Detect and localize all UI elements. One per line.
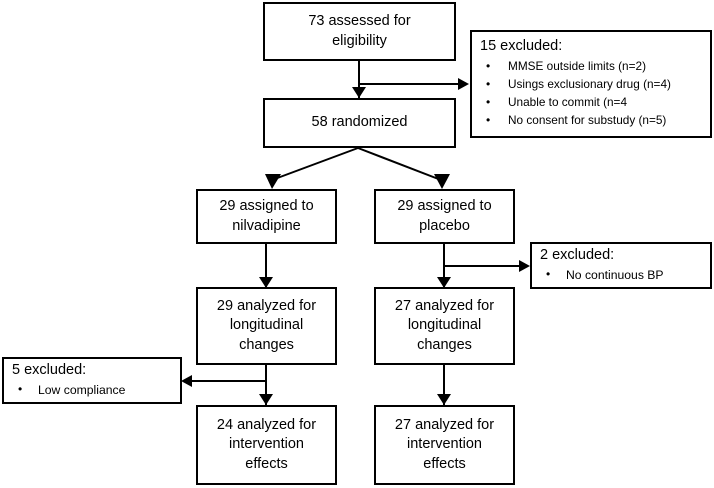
node-assessed-label: 73 assessed for eligibility [308,13,411,49]
exclusion-placebo-title: 2 excluded: [540,246,615,263]
exclusion-nilvadipine-title: 5 excluded: [12,361,87,378]
list-item: • Usings exclusionary drug (n=4) [480,76,710,94]
node-assessed-for-eligibility: 73 assessed for eligibility [263,2,456,61]
exclusion-reason-text: Low compliance [38,383,126,398]
node-assigned-placebo: 29 assigned to placebo [374,189,515,244]
exclusion-reason-text: No continuous BP [566,268,664,283]
exclusion-nilvadipine-reasons: • Low compliance [4,381,180,399]
arrowhead-nilvadipine-longitudinal [259,277,273,288]
bullet-icon: • [546,267,551,282]
list-item: • No consent for substudy (n=5) [480,112,710,130]
exclusion-screening-reasons: • MMSE outside limits (n=2) • Usings exclu… [472,58,710,130]
bullet-icon: • [486,94,491,109]
node-intervention-placebo: 27 analyzed for intervention effects [374,405,515,485]
bullet-icon: • [18,382,23,397]
list-item: • MMSE outside limits (n=2) [480,58,710,76]
connector-placebo-longitudinal-to-intervention [443,365,445,407]
arrowhead-placebo-longitudinal [437,277,451,288]
exclusion-box-nilvadipine-arm: 5 excluded: • Low compliance [2,357,182,404]
node-assigned-placebo-label: 29 assigned to placebo [397,198,492,234]
arrowhead-randomized [352,87,366,98]
connector-assessed-to-excluded [358,83,462,85]
exclusion-reason-text: Usings exclusionary drug (n=4) [508,76,671,91]
exclusion-reason-text: No consent for substudy (n=5) [508,112,667,127]
arrowhead-excluded-screening [458,78,469,90]
exclusion-box-screening: 15 excluded: • MMSE outside limits (n=2) … [470,30,712,138]
arrowhead-placebo-intervention [437,394,451,405]
node-assigned-nilvadipine-label: 29 assigned to nilvadipine [219,198,314,234]
bullet-icon: • [486,76,491,91]
exclusion-reason-text: Unable to commit (n=4 [508,94,628,109]
list-item: • Low compliance [12,381,180,399]
exclusion-box-placebo-arm: 2 excluded: • No continuous BP [530,242,712,289]
exclusion-placebo-reasons: • No continuous BP [532,266,710,284]
node-longitudinal-nilvadipine: 29 analyzed for longitudinal changes [196,287,337,365]
connector-nilvadipine-assigned-to-longitudinal [265,243,267,287]
node-randomized-label: 58 randomized [311,114,408,131]
exclusion-screening-title: 15 excluded: [480,38,563,55]
exclusion-reason-text: MMSE outside limits (n=2) [508,58,646,73]
node-assigned-nilvadipine: 29 assigned to nilvadipine [196,189,337,244]
list-item: • Unable to commit (n=4 [480,94,710,112]
node-randomized: 58 randomized [263,98,456,148]
arrowhead-excluded-placebo [519,260,530,272]
node-longitudinal-placebo: 27 analyzed for longitudinal changes [374,287,515,365]
arrowhead-excluded-nilvadipine [181,375,192,387]
arrowhead-nilvadipine-intervention [259,394,273,405]
bullet-icon: • [486,112,491,127]
node-longitudinal-placebo-label: 27 analyzed for longitudinal changes [394,298,495,353]
node-intervention-nilvadipine-label: 24 analyzed for intervention effects [216,417,317,472]
connector-nilvadipine-to-excluded [192,380,266,382]
connector-placebo-to-excluded [443,265,523,267]
connector-nilvadipine-longitudinal-to-intervention [265,365,267,407]
list-item: • No continuous BP [540,266,710,284]
connector-assessed-to-randomized [358,60,360,98]
bullet-icon: • [486,58,491,73]
node-intervention-placebo-label: 27 analyzed for intervention effects [394,417,495,472]
node-intervention-nilvadipine: 24 analyzed for intervention effects [196,405,337,485]
node-longitudinal-nilvadipine-label: 29 analyzed for longitudinal changes [216,298,317,353]
